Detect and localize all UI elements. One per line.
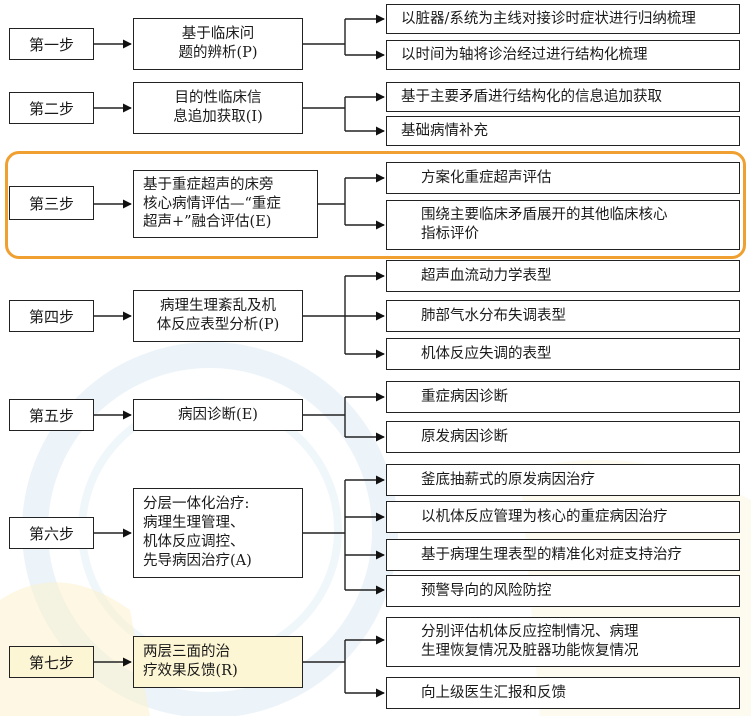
step-4-outcome-3: 机体反应失调的表型 [386, 338, 740, 370]
step-3-process-text: 基于重症超声的床旁 核心病情评估—“重症 超声+”融合评估(E) [143, 176, 281, 231]
step-3-label: 第三步 [9, 186, 94, 220]
step-5-label-text: 第五步 [28, 406, 74, 425]
step-6-label-text: 第六步 [28, 524, 74, 543]
step-5-outcome-1: 重症病因诊断 [386, 381, 740, 413]
step-6-outcome-2: 以机体反应管理为核心的重症病因治疗 [386, 501, 740, 533]
step-4-outcome-2: 肺部气水分布失调表型 [386, 300, 740, 332]
step-2-process-text: 目的性临床信 息追加获取(I) [173, 90, 263, 125]
step-2-process: 目的性临床信 息追加获取(I) [133, 82, 303, 134]
step-3-outcome-1: 方案化重症超声评估 [386, 162, 740, 194]
step-6-outcome-4: 预警导向的风险防控 [386, 575, 740, 607]
step-4-outcome-1-text: 超声血流动力学表型 [421, 267, 552, 284]
step-3-outcome-2-text: 围绕主要临床矛盾展开的其他临床核心 指标评价 [421, 207, 668, 242]
step-3-outcome-1-text: 方案化重症超声评估 [421, 169, 552, 186]
step-6-outcome-3: 基于病理生理表型的精准化对症支持治疗 [386, 539, 740, 571]
step-7-outcome-2-text: 向上级医生汇报和反馈 [421, 684, 566, 701]
step-6-outcome-2-text: 以机体反应管理为核心的重症病因治疗 [421, 508, 668, 525]
step-1-label-text: 第一步 [28, 35, 74, 54]
step-6-outcome-1: 釜底抽薪式的原发病因治疗 [386, 464, 740, 496]
step-7-process-text: 两层三面的治 疗效果反馈(R) [143, 644, 238, 679]
step-5-outcome-1-text: 重症病因诊断 [421, 388, 508, 405]
step-1-outcome-2-text: 以时间为轴将诊治经过进行结构化梳理 [401, 46, 648, 63]
step-4-outcome-3-text: 机体反应失调的表型 [421, 345, 552, 362]
step-4-process-text: 病理生理紊乱及机 体反应表型分析(P) [156, 298, 280, 333]
step-2-outcome-1-text: 基于主要矛盾进行结构化的信息追加获取 [401, 88, 662, 105]
step-4-label-text: 第四步 [28, 307, 74, 326]
step-5-label: 第五步 [9, 399, 94, 431]
step-3-outcome-2: 围绕主要临床矛盾展开的其他临床核心 指标评价 [386, 200, 740, 250]
step-2-outcome-1: 基于主要矛盾进行结构化的信息追加获取 [386, 82, 740, 112]
step-7-outcome-2: 向上级医生汇报和反馈 [386, 677, 740, 709]
step-6-outcome-3-text: 基于病理生理表型的精准化对症支持治疗 [421, 546, 682, 563]
step-1-outcome-2: 以时间为轴将诊治经过进行结构化梳理 [386, 40, 740, 70]
step-6-outcome-4-text: 预警导向的风险防控 [421, 582, 552, 599]
step-7-process: 两层三面的治 疗效果反馈(R) [133, 636, 303, 688]
step-2-label: 第二步 [9, 92, 94, 124]
step-6-process: 分层一体化治疗: 病理生理管理、 机体反应调控、 先导病因治疗(A) [133, 488, 303, 578]
step-6-label: 第六步 [9, 517, 94, 549]
step-2-outcome-2: 基础病情补充 [386, 116, 740, 146]
step-4-outcome-1: 超声血流动力学表型 [386, 260, 740, 292]
step-6-process-text: 分层一体化治疗: 病理生理管理、 机体反应调控、 先导病因治疗(A) [143, 496, 252, 569]
step-4-outcome-2-text: 肺部气水分布失调表型 [421, 307, 566, 324]
step-7-label-text: 第七步 [28, 653, 74, 672]
step-1-process: 基于临床问 题的辨析(P) [133, 18, 303, 70]
step-4-process: 病理生理紊乱及机 体反应表型分析(P) [133, 290, 303, 342]
step-7-outcome-1: 分别评估机体反应控制情况、病理 生理恢复情况及脏器功能恢复情况 [386, 617, 740, 667]
step-7-outcome-1-text: 分别评估机体反应控制情况、病理 生理恢复情况及脏器功能恢复情况 [421, 624, 639, 659]
step-3-process: 基于重症超声的床旁 核心病情评估—“重症 超声+”融合评估(E) [133, 170, 318, 238]
step-1-outcome-1-text: 以脏器/系统为主线对接诊时症状进行归纳梳理 [401, 10, 696, 27]
step-5-process: 病因诊断(E) [133, 399, 303, 431]
step-1-outcome-1: 以脏器/系统为主线对接诊时症状进行归纳梳理 [386, 4, 740, 34]
step-6-outcome-1-text: 釜底抽薪式的原发病因治疗 [421, 471, 595, 488]
step-4-label: 第四步 [9, 300, 94, 332]
step-2-outcome-2-text: 基础病情补充 [401, 122, 488, 139]
step-5-process-text: 病因诊断(E) [178, 406, 258, 423]
step-5-outcome-2-text: 原发病因诊断 [421, 428, 508, 445]
step-3-label-text: 第三步 [28, 194, 74, 213]
step-1-process-text: 基于临床问 题的辨析(P) [178, 26, 258, 61]
step-7-label: 第七步 [9, 646, 94, 678]
step-1-label: 第一步 [9, 28, 94, 60]
step-5-outcome-2: 原发病因诊断 [386, 421, 740, 453]
step-2-label-text: 第二步 [28, 99, 74, 118]
